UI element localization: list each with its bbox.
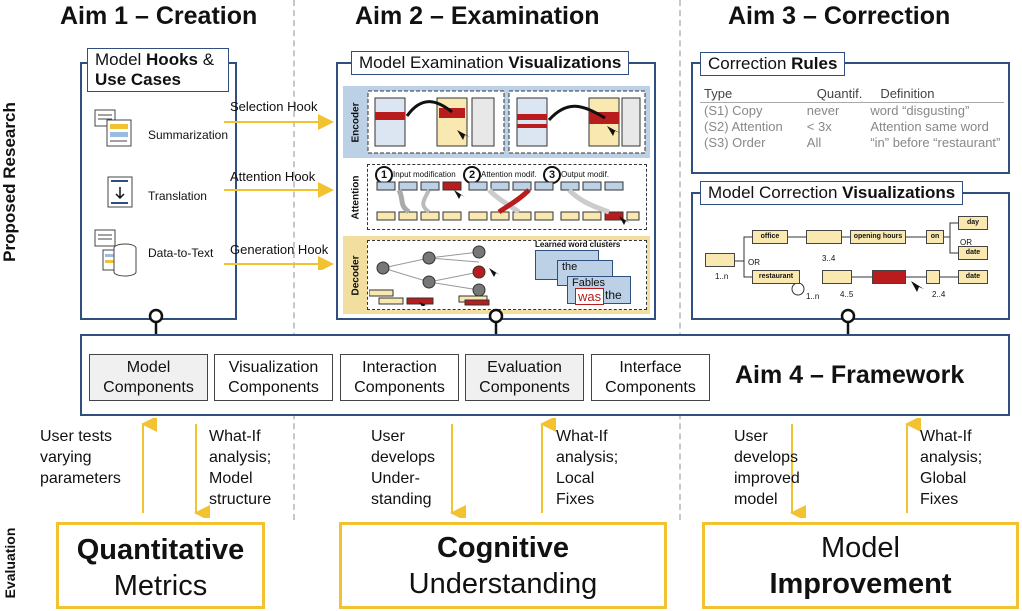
attention-hook-label: Attention Hook [230,169,316,184]
graph-node: restaurant [752,270,800,284]
step-2-label: Attention modif. [481,170,537,179]
word-clusters-title: Learned word clusters [535,240,621,249]
correction-vis-title: Model Correction Visualizations [700,181,964,205]
quantifier-label: 1..n [715,272,729,281]
model-improvement-box: Model Improvement [702,522,1019,609]
connector-icon [148,308,164,344]
quantifier-label: 3..4 [822,254,836,263]
aim4-title: Aim 4 – Framework [735,361,965,389]
flow-text-what-if-model: What-If analysis; Model structure [209,428,272,508]
graph-node [822,270,852,284]
flow-text-user-tests: User tests varying parameters [40,428,121,487]
graph-node: on [926,230,944,244]
rules-header-row: Type Quantif. Definition [704,86,935,101]
generation-hook-label: Generation Hook [230,242,329,257]
column-divider [679,0,681,520]
summarization-label: Summarization [148,128,229,142]
summarization-icon [94,109,132,147]
flow-text-what-if-global: What-If analysis; Global Fixes [920,428,983,508]
evaluation-components-box: Evaluation Components [465,354,584,401]
encoder-strip: Encoder [343,86,650,158]
column-divider [293,0,295,520]
beam-search-tree [369,245,500,306]
translation-icon [107,176,133,208]
flow-arrows [141,418,921,518]
visualization-components-box: Visualization Components [214,354,333,401]
aim1-title: Aim 1 – Creation [60,2,258,30]
graph-node: date [958,270,988,284]
graph-node: day [958,216,988,230]
aim3-title: Aim 3 – Correction [728,2,951,30]
graph-node: opening hours [850,230,906,244]
flow-text-user-improved: User develops improved model [734,428,800,508]
correction-graph-edges [734,222,958,296]
examination-panel-title: Model Examination Visualizations [351,51,630,75]
attention-box [367,164,647,230]
correction-rules-panel [691,62,1010,174]
encoder-visualization [367,90,646,154]
graph-node [926,270,940,284]
flow-text-what-if-local: What-If analysis; Local Fixes [556,428,619,508]
graph-node-start [705,253,735,267]
decoder-strip: Decoder Learned word clusters the Fables… [343,236,650,314]
encoder-label: Encoder [350,101,362,143]
hooks-panel-title: Model Hooks &Use Cases [87,48,229,92]
attention-visualization [376,181,640,225]
correction-rules-title: Correction Rules [700,52,846,76]
model-components-box: Model Components [89,354,208,401]
attention-label: Attention [350,175,362,219]
attention-strip: Attention 1 Input modification 2 Attenti… [343,162,650,232]
quantifier-label: 4..5 [840,290,854,299]
evaluation-label: Evaluation [2,527,18,599]
decoder-label: Decoder [350,254,362,296]
cluster-word-the: the [605,288,622,302]
step-3-label: Output modif. [561,170,610,179]
quantifier-label: OR [960,238,972,247]
graph-node [806,230,842,244]
quantitative-metrics-box: Quantitative Metrics [56,522,265,609]
graph-node: date [958,246,988,260]
step-1-label: Input modification [393,170,456,179]
quantifier-label: 2..4 [932,290,946,299]
data-to-text-label: Data-to-Text [148,246,214,260]
quantifier-label: OR [748,258,760,267]
data-to-text-icon [94,229,137,277]
interface-components-box: Interface Components [591,354,710,401]
interaction-components-box: Interaction Components [340,354,459,401]
proposed-research-label: Proposed Research [0,102,19,262]
graph-node-selected: food [872,270,906,284]
cursor-icon [911,281,924,292]
selection-hook-label: Selection Hook [230,99,318,114]
quantifier-label: 1..n [806,292,820,301]
flow-text-user-understanding: User develops Under- standing [371,428,436,508]
aim2-title: Aim 2 – Examination [355,2,600,30]
graph-node: office [752,230,788,244]
translation-label: Translation [148,189,207,203]
selected-word: was [575,288,605,305]
hook-arrows [224,114,334,270]
cognitive-understanding-box: Cognitive Understanding [339,522,667,609]
